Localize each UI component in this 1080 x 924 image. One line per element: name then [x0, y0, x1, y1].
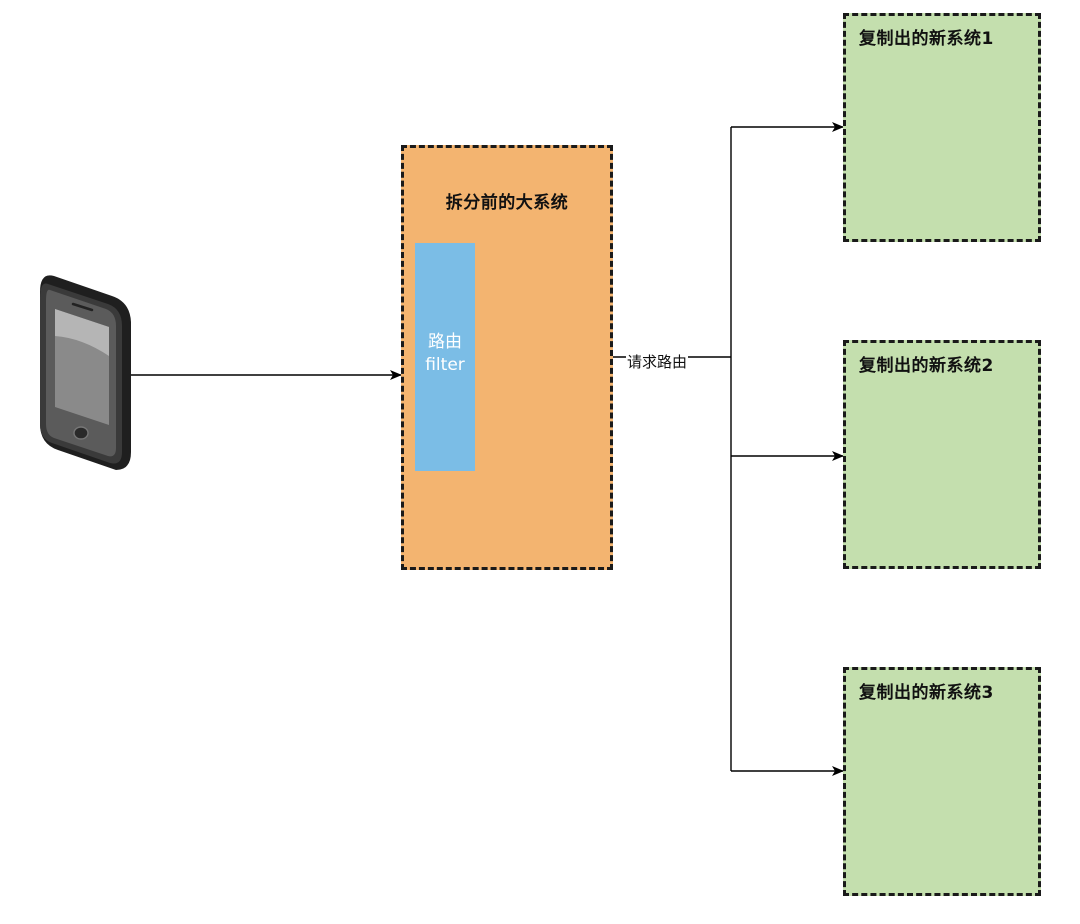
new-system-3-box: 复制出的新系统3 [843, 667, 1041, 896]
route-filter-box: 路由 filter [415, 243, 475, 471]
new-system-2-box: 复制出的新系统2 [843, 340, 1041, 569]
new-system-3-title: 复制出的新系统3 [859, 683, 994, 703]
route-filter-line1: 路由 [428, 332, 462, 352]
route-filter-line2: filter [425, 355, 465, 375]
big-system-box: 拆分前的大系统 路由 filter [401, 145, 613, 570]
smartphone-icon [40, 275, 131, 470]
new-system-2-title: 复制出的新系统2 [859, 356, 994, 376]
new-system-1-box: 复制出的新系统1 [843, 13, 1041, 242]
big-system-title: 拆分前的大系统 [445, 193, 569, 213]
route-filter-label: 路由 filter [415, 331, 475, 377]
new-system-1-title: 复制出的新系统1 [859, 29, 994, 49]
request-route-label: 请求路由 [626, 351, 689, 372]
